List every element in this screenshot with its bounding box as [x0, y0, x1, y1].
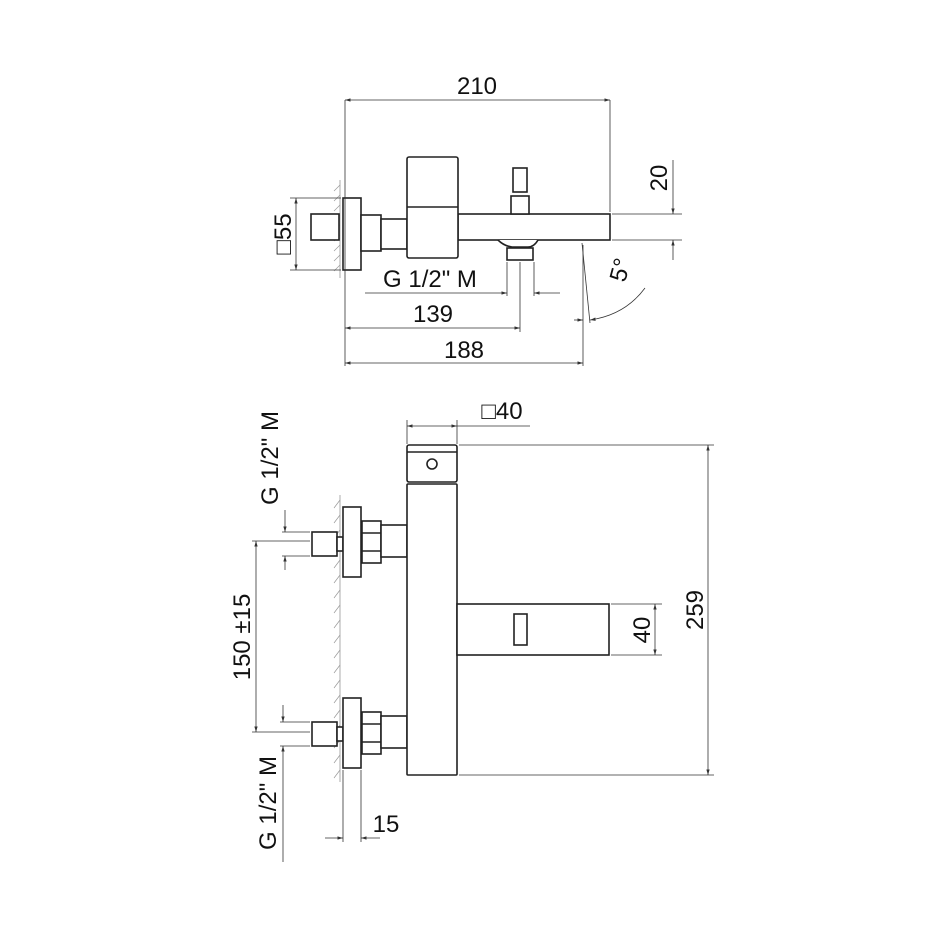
front-view: □40 259 40 150 ±15 G 1/2" M G 1/2" M 15: [229, 398, 714, 862]
dim-square-55: □55: [270, 213, 297, 254]
dim-188: 188: [444, 337, 484, 364]
dim-15: 15: [373, 811, 400, 838]
thread-upper-label: G 1/2" M: [257, 411, 284, 505]
inlet-lower: [311, 697, 408, 769]
wall-flange: [342, 197, 362, 271]
dim-210: 210: [457, 73, 497, 100]
dim-square-40: □40: [481, 398, 522, 425]
angle-5: 5°: [605, 255, 637, 284]
hose-outlet: [506, 247, 534, 261]
dim-150: 150 ±15: [229, 594, 256, 681]
dim-40: 40: [629, 617, 656, 644]
pipe: [380, 218, 408, 250]
thread-lower-label: G 1/2" M: [255, 756, 282, 850]
top-view: 210 20 □55 G 1/2" M 139 188 5°: [270, 73, 682, 366]
indicator-dot: [426, 458, 438, 470]
mixer-body: [406, 483, 458, 776]
spout: [456, 603, 610, 656]
thread-label: G 1/2" M: [383, 266, 477, 293]
diverter-stem: [510, 195, 530, 215]
spout: [457, 213, 611, 241]
nut: [360, 214, 382, 252]
dim-139: 139: [413, 301, 453, 328]
inlet-upper: [311, 506, 408, 578]
dim-20: 20: [646, 165, 673, 192]
dim-259: 259: [682, 590, 709, 630]
inlet-stub: [310, 213, 340, 241]
diverter-knob: [513, 613, 528, 646]
diverter-knob: [512, 167, 528, 193]
